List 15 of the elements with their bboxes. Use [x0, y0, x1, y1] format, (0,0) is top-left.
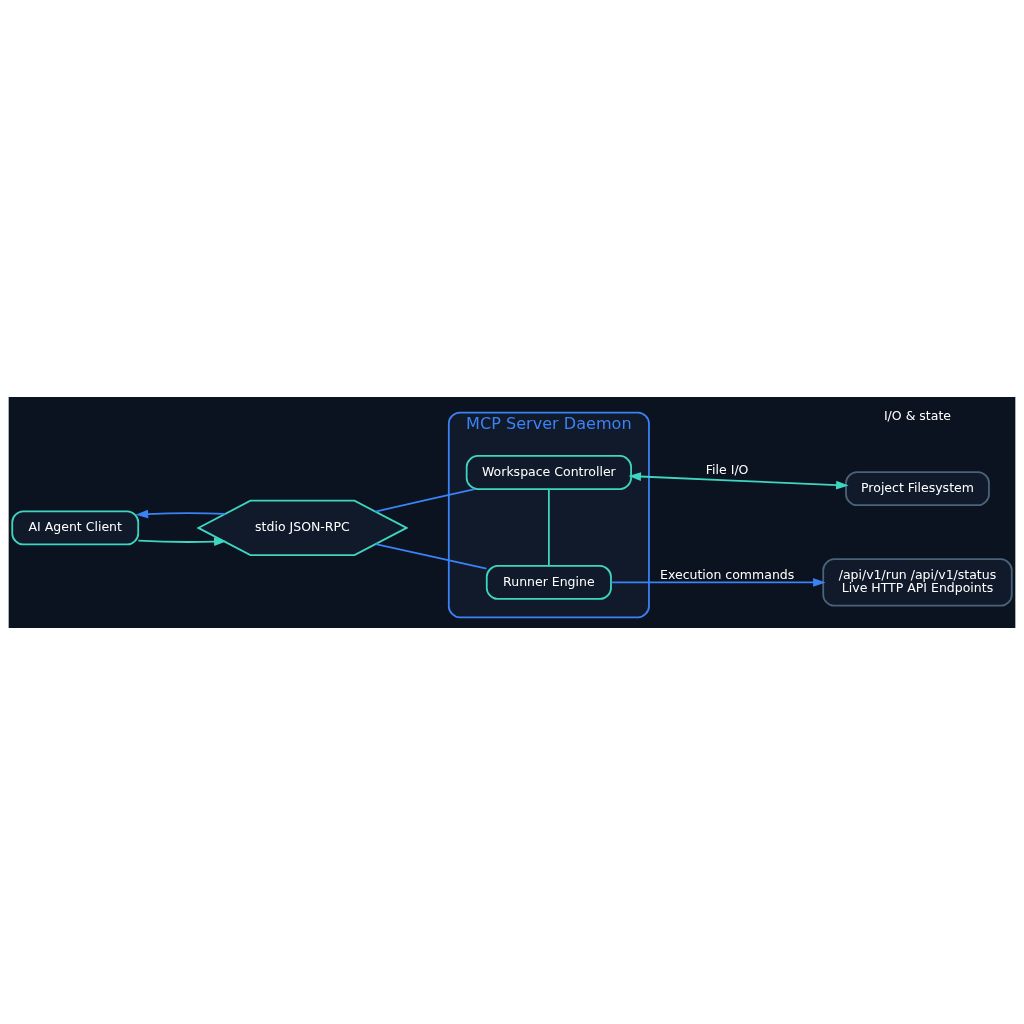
label: I/O & state	[883, 407, 952, 423]
node-box: Runner Engine	[485, 564, 612, 600]
edge-label: File I/O	[705, 461, 749, 477]
node-box: Workspace Controller	[465, 454, 632, 490]
node-box: /api/v1/run /api/v1/status Live HTTP API Endpoints	[822, 557, 1013, 607]
connector	[547, 487, 550, 567]
arrow	[135, 509, 226, 518]
arrow	[137, 536, 227, 546]
connector	[374, 542, 488, 570]
edge-label: Execution commands	[660, 566, 795, 582]
arrow	[610, 577, 826, 587]
node-box: Project Filesystem	[845, 470, 990, 506]
arrow	[628, 471, 849, 489]
node-box: AI Agent Client	[11, 510, 140, 545]
connector	[374, 487, 476, 512]
